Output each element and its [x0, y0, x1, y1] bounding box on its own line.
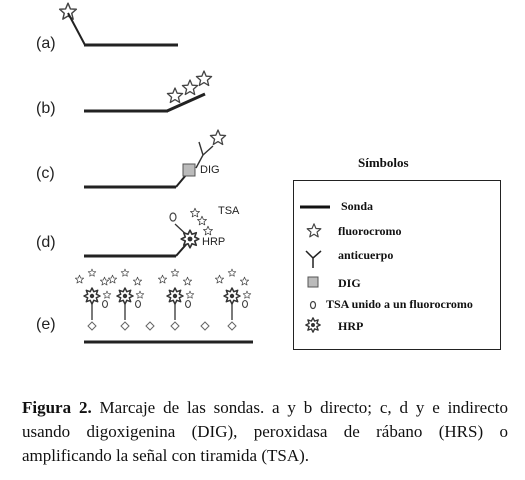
fluorochrome-star-icon	[197, 215, 207, 226]
row-label-d: (d)	[36, 234, 56, 251]
fluorochrome-star-icon	[58, 2, 78, 20]
fluorochrome-star-icon	[157, 274, 168, 284]
fluorochrome-star-icon	[190, 207, 200, 218]
legend-symbols	[300, 205, 330, 333]
legend-item-antibody: anticuerpo	[338, 248, 394, 262]
tsa-circle-icon	[134, 299, 142, 309]
fluorochrome-star-icon	[74, 274, 85, 284]
antibody-icon	[195, 141, 214, 169]
legend-item-probe: Sonda	[341, 199, 374, 213]
row-e-graphic	[74, 268, 253, 344]
tsa-circle-icon	[101, 299, 109, 309]
fluorochrome-star-icon	[87, 268, 97, 277]
tsa-circle-icon	[169, 212, 177, 222]
fluorochrome-star-icon	[132, 276, 143, 286]
legend-item-hrp: HRP	[338, 319, 364, 333]
legend-title: Símbolos	[358, 155, 409, 170]
fluorochrome-star-icon	[120, 268, 130, 277]
legend-box	[293, 180, 501, 350]
row-b-graphic	[84, 70, 213, 113]
row-c-graphic	[84, 129, 227, 189]
hrp-icon	[116, 287, 134, 305]
tsa-label: TSA	[218, 205, 240, 217]
dig-diamond-icon	[200, 321, 210, 331]
dig-label: DIG	[200, 164, 220, 176]
fluorochrome-star-icon	[209, 129, 227, 146]
row-label-e: (e)	[36, 316, 56, 333]
fluorochrome-star-icon	[239, 276, 250, 286]
row-label-c: (c)	[36, 165, 55, 182]
fluorochrome-star-icon	[135, 290, 145, 299]
legend-item-tsa: TSA unido a un fluorocromo	[326, 297, 473, 311]
legend-item-dig: DIG	[338, 276, 361, 290]
row-label-b: (b)	[36, 100, 56, 117]
caption-text: Marcaje de las sondas. a y b directo; c,…	[22, 398, 508, 465]
legend-circle-icon	[309, 300, 317, 310]
row-label-a: (a)	[36, 35, 56, 52]
fluorochrome-star-icon	[182, 276, 193, 286]
dig-diamond-icon	[170, 321, 180, 331]
fluorochrome-star-icon	[102, 290, 112, 299]
hrp-label: HRP	[202, 236, 226, 248]
hrp-icon	[223, 287, 241, 305]
legend-antibody-icon	[305, 250, 322, 268]
dig-diamond-icon	[227, 321, 237, 331]
dig-square-icon	[182, 163, 196, 177]
fluorochrome-star-icon	[185, 290, 195, 299]
caption-label: Figura 2.	[22, 398, 92, 417]
hrp-icon	[180, 229, 200, 249]
dig-diamond-icon	[120, 321, 130, 331]
row-a-graphic	[58, 2, 178, 47]
dig-diamond-icon	[87, 321, 97, 331]
fluorochrome-star-icon	[195, 70, 213, 87]
dig-diamond-icon	[145, 321, 155, 331]
fluorochrome-star-icon	[214, 274, 225, 284]
figure-caption: Figura 2. Marcaje de las sondas. a y b d…	[22, 396, 508, 468]
fluorochrome-star-icon	[227, 268, 237, 277]
fluorochrome-star-icon	[170, 268, 180, 277]
legend-item-fluorochrome: fluorocromo	[338, 224, 402, 238]
fluorochrome-star-icon	[107, 274, 118, 284]
tsa-circle-icon	[184, 299, 192, 309]
fluorochrome-star-icon	[166, 87, 184, 104]
tsa-circle-icon	[241, 299, 249, 309]
hrp-icon	[83, 287, 101, 305]
fluorochrome-star-icon	[203, 225, 213, 236]
fluorochrome-star-icon	[242, 290, 252, 299]
hrp-icon	[166, 287, 184, 305]
row-d-graphic	[84, 207, 213, 258]
fluorochrome-star-icon	[99, 276, 110, 286]
legend-square-icon	[307, 276, 319, 288]
fluorochrome-star-icon	[181, 79, 199, 96]
